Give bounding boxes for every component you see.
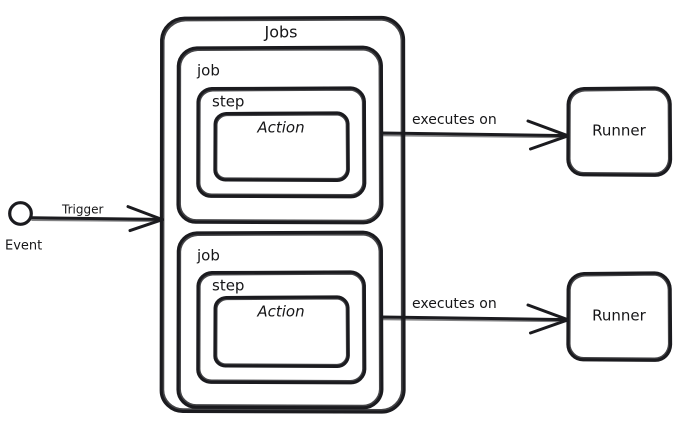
executes-on-1-arrowhead-upper <box>526 119 570 138</box>
runner-box-2-label: Runner <box>592 307 646 325</box>
trigger-edge-label: Trigger <box>61 203 103 217</box>
trigger-edge[interactable]: Trigger <box>30 203 164 233</box>
step-group-2-label: step <box>212 277 244 295</box>
runner-box-2[interactable]: Runner <box>566 271 673 362</box>
step-group-1[interactable]: step Action <box>196 86 367 199</box>
action-box-2[interactable]: Action <box>213 295 350 368</box>
trigger-arrowhead-lower <box>128 218 164 233</box>
runner-box-1[interactable]: Runner <box>566 86 673 177</box>
action-box-1[interactable]: Action <box>213 111 350 182</box>
step-group-2[interactable]: step Action <box>196 270 367 385</box>
runner-box-1-label: Runner <box>592 122 646 140</box>
event-node[interactable]: Event <box>5 201 42 254</box>
executes-on-edge-1-label: executes on <box>412 112 497 128</box>
event-circle[interactable] <box>8 201 33 226</box>
jobs-container[interactable]: Jobs <box>159 15 406 414</box>
executes-on-2-arrowhead-lower <box>529 318 570 335</box>
trigger-arrowhead-upper <box>126 205 164 222</box>
executes-on-2-arrowhead-upper <box>526 303 570 322</box>
event-node-label: Event <box>5 239 42 254</box>
job-group-2[interactable]: job step Action <box>176 230 384 410</box>
executes-on-edge-2[interactable]: executes on <box>380 296 570 335</box>
job-group-1-label: job <box>196 62 220 80</box>
action-box-2-label: Action <box>256 303 304 321</box>
job-group-1[interactable]: job step Action <box>176 45 384 225</box>
executes-on-1-arrowhead-lower <box>529 134 570 151</box>
executes-on-edge-2-label: executes on <box>412 296 497 312</box>
jobs-container-label: Jobs <box>264 23 298 42</box>
step-group-1-label: step <box>212 93 244 111</box>
executes-on-edge-1[interactable]: executes on <box>380 112 570 151</box>
job-group-2-label: job <box>196 247 220 265</box>
action-box-1-label: Action <box>256 119 304 137</box>
